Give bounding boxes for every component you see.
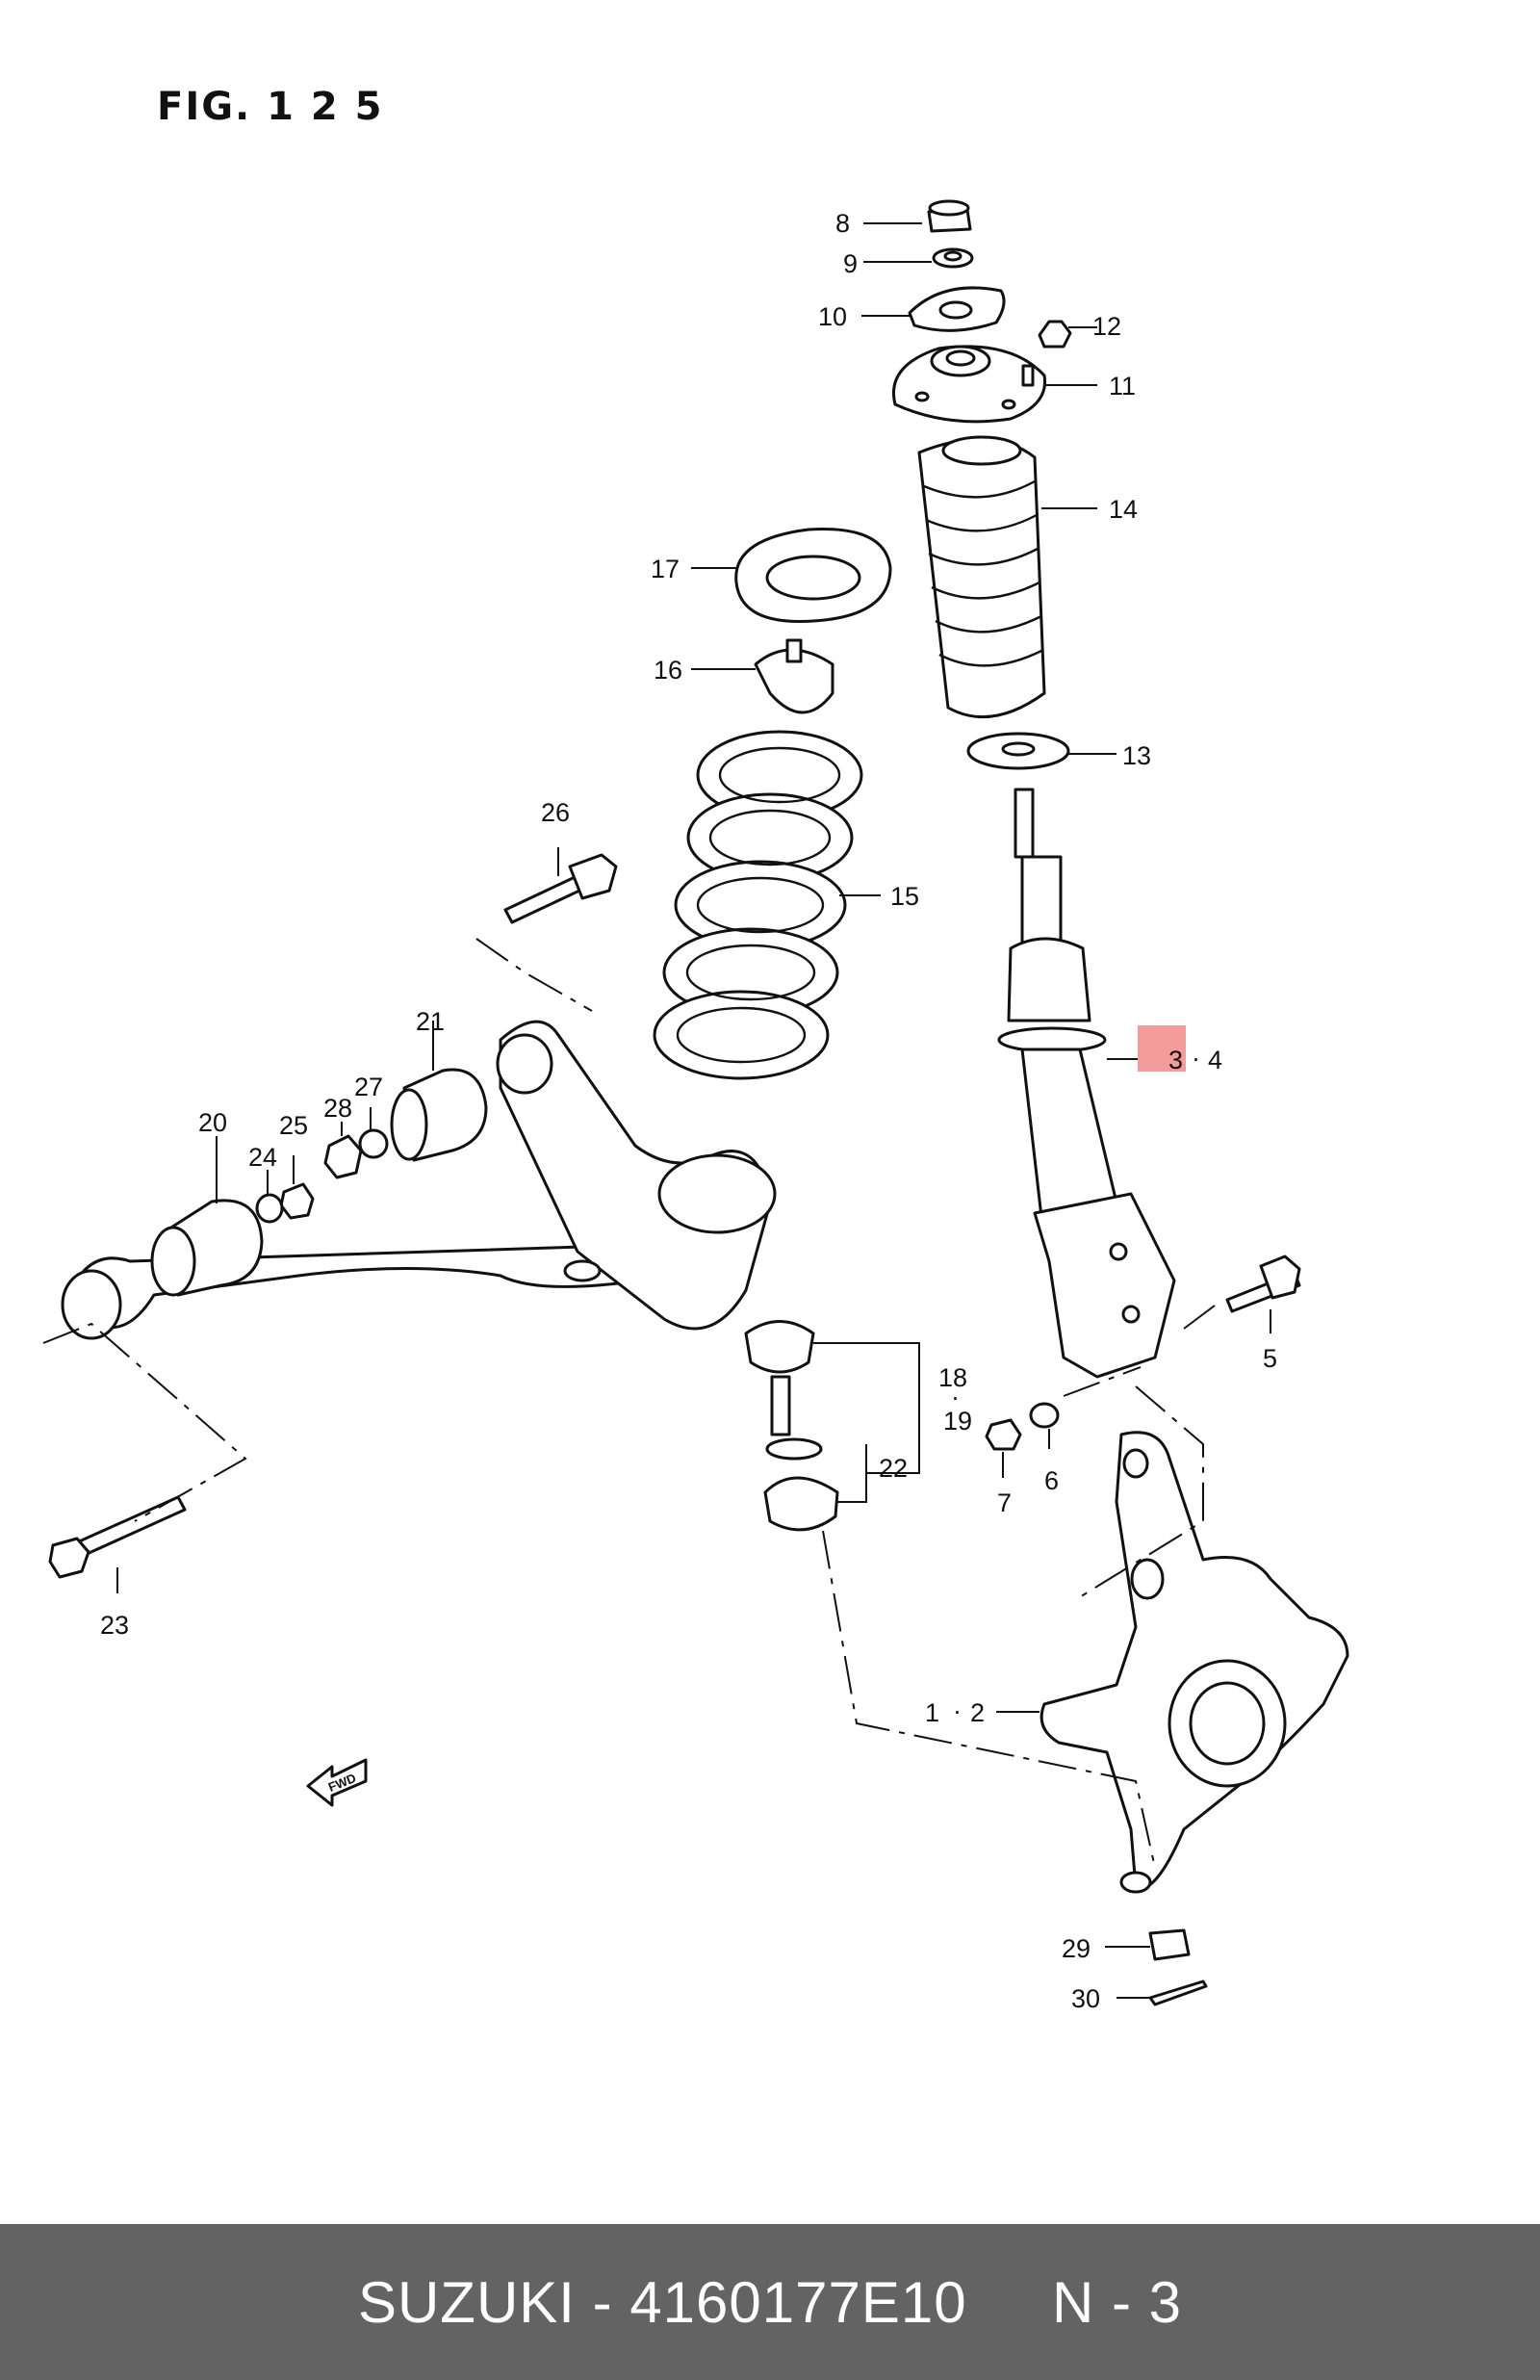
callout-9: 9 [843, 249, 858, 278]
callout-5: 5 [1263, 1344, 1277, 1373]
callout-1-2-sep: · [953, 1696, 962, 1725]
footer-part-number: 4160177E10 [629, 2269, 967, 2335]
part-9-washer [932, 247, 974, 269]
part-25-nut [279, 1182, 315, 1220]
part-18-ball-joint [744, 1320, 815, 1436]
suspension-exploded-diagram: FWD 8 9 [42, 199, 1349, 2013]
fwd-arrow-icon: FWD [306, 1758, 368, 1807]
callout-20: 20 [198, 1108, 227, 1137]
part-17-spring-seat [734, 528, 892, 623]
part-1-steering-knuckle [1040, 1431, 1349, 1894]
part-5-bolt [1225, 1255, 1301, 1313]
callout-21: 21 [416, 1007, 445, 1036]
callout-23: 23 [100, 1611, 129, 1640]
callout-10: 10 [818, 302, 847, 331]
callout-3: 3 [1168, 1046, 1183, 1074]
callout-2: 2 [970, 1698, 985, 1727]
callout-19: 19 [943, 1407, 972, 1436]
callout-1: 1 [925, 1698, 939, 1727]
part-3-shock-absorber [997, 788, 1176, 1379]
callout-14: 14 [1109, 495, 1138, 524]
part-26-bolt [503, 853, 618, 924]
callout-15: 15 [890, 882, 919, 911]
part-15-coil-spring [653, 730, 863, 1080]
callout-27: 27 [354, 1073, 383, 1101]
part-22-ball-joint-boot [763, 1437, 839, 1532]
footer-page: N - 3 [1052, 2269, 1183, 2335]
callout-26: 26 [541, 798, 570, 827]
part-13-bump-stop [966, 732, 1070, 770]
footer-spacer [967, 2269, 1052, 2336]
callout-29: 29 [1062, 1934, 1091, 1963]
callout-12: 12 [1092, 312, 1121, 341]
callout-28: 28 [323, 1094, 352, 1123]
part-27-washer [358, 1128, 389, 1159]
callout-7: 7 [997, 1488, 1012, 1517]
part-21-bushing [390, 1068, 488, 1162]
part-10-plate [908, 286, 1006, 332]
callout-30: 30 [1071, 1984, 1100, 2013]
callout-16: 16 [654, 656, 682, 685]
figure-title: FIG. 1 2 5 [157, 85, 384, 129]
callout-18-19-sep: · [951, 1383, 960, 1411]
callout-17: 17 [651, 555, 680, 583]
footer-bar: SUZUKI - 4160177E10 N - 3 [0, 2224, 1540, 2380]
part-8-nut [927, 199, 972, 233]
callout-8: 8 [835, 209, 850, 238]
part-23-bolt [48, 1495, 187, 1579]
part-7-nut [985, 1418, 1022, 1451]
callout-25: 25 [279, 1111, 308, 1140]
callout-24: 24 [248, 1143, 277, 1172]
part-11-mount [892, 345, 1047, 424]
callout-4: 4 [1208, 1046, 1222, 1074]
part-14-dust-boot [917, 435, 1046, 719]
part-24-washer [255, 1193, 284, 1224]
part-30-cotter-pin [1148, 1979, 1208, 2006]
highlight-marker [1138, 1025, 1186, 1072]
callout-11: 11 [1109, 372, 1136, 401]
callout-4-sep: · [1192, 1044, 1200, 1073]
callout-13: 13 [1122, 741, 1151, 770]
callout-6: 6 [1044, 1466, 1059, 1495]
footer-brand: SUZUKI [357, 2269, 576, 2335]
part-20-bushing [150, 1199, 264, 1297]
leader-lines [42, 222, 1271, 1999]
part-16-bump-rubber [754, 638, 834, 714]
callout-22: 22 [879, 1454, 908, 1483]
footer-separator: - [592, 2269, 613, 2335]
part-29-castle-nut [1148, 1928, 1191, 1961]
part-6-washer [1029, 1402, 1060, 1429]
part-12-nut [1038, 320, 1072, 349]
part-28-nut [323, 1134, 363, 1179]
callout-18: 18 [938, 1363, 967, 1392]
